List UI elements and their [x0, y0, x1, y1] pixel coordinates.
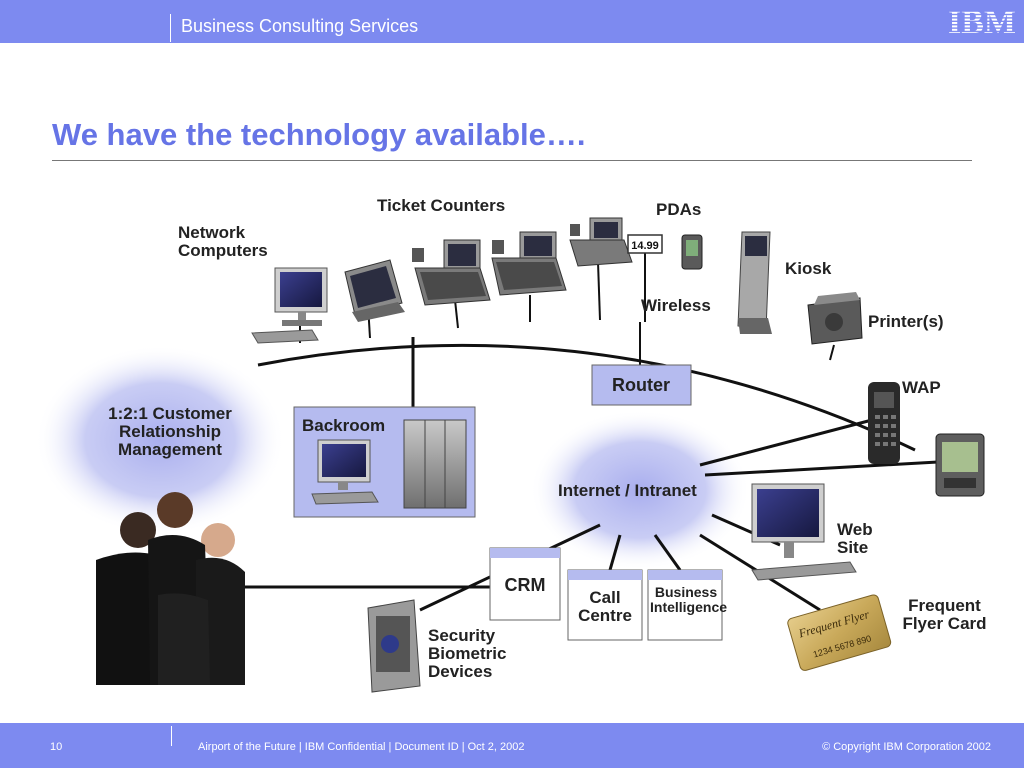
ticket-link-2	[454, 299, 459, 329]
label-security-biometric: Security Biometric Devices	[428, 626, 507, 681]
svg-text:Router: Router	[612, 375, 670, 395]
printer-link	[829, 344, 835, 361]
footer-meta: Airport of the Future | IBM Confidential…	[198, 741, 525, 753]
ticket-link-4	[597, 261, 601, 321]
crm-cloud	[35, 345, 285, 535]
crm-window: CRM	[489, 547, 561, 621]
ticket-terminal-icon-1	[344, 259, 405, 322]
backbone-line	[257, 343, 916, 452]
frequent-flyer-card-icon: Frequent Flyer 1234 5678 890	[787, 594, 892, 671]
pda-link	[704, 460, 939, 477]
backroom-box: Backroom	[293, 406, 476, 518]
ticket-terminal-icon-2	[412, 239, 491, 306]
ticket-terminal-icon-4	[569, 217, 633, 267]
svg-text:14.99: 14.99	[631, 240, 659, 252]
footer-copyright: © Copyright IBM Corporation 2002	[822, 741, 991, 753]
biometric-device-icon	[367, 599, 421, 693]
header-bar: Business Consulting Services IBM	[0, 0, 1024, 43]
call-centre-window	[567, 569, 643, 641]
wap-link	[699, 418, 873, 467]
label-wap: WAP	[902, 378, 941, 397]
ibm-logo: IBM	[948, 5, 1016, 39]
people-photo	[96, 492, 245, 685]
price-tag-icon: 14.99	[627, 234, 663, 254]
label-printers: Printer(s)	[868, 312, 944, 331]
web-site-icon	[751, 483, 857, 581]
palm-pda-icon	[935, 433, 985, 497]
label-frequent-flyer: Frequent Flyer Card	[902, 596, 987, 633]
bi-link	[653, 534, 682, 571]
printer-icon	[807, 292, 863, 345]
page-number: 10	[50, 741, 63, 753]
label-business-intelligence: Business Intelligence	[650, 584, 728, 615]
kiosk-icon	[737, 231, 772, 334]
label-wireless: Wireless	[641, 296, 711, 315]
header-title: Business Consulting Services	[181, 16, 419, 36]
footer-bar: 10 Airport of the Future | IBM Confident…	[0, 723, 1024, 768]
svg-text:Backroom: Backroom	[302, 416, 385, 435]
svg-text:CRM: CRM	[505, 575, 546, 595]
label-ticket-counters: Ticket Counters	[377, 196, 506, 215]
label-web-site: Web Site	[837, 520, 873, 557]
slide-heading: We have the technology available….	[52, 117, 586, 152]
label-network-computers: Network Computers	[178, 223, 268, 260]
network-computer-icon	[251, 267, 328, 344]
ticket-terminal-icon-3	[491, 231, 567, 296]
label-kiosk: Kiosk	[785, 259, 832, 278]
callcentre-link	[608, 534, 622, 571]
label-call-centre: Call Centre	[578, 588, 632, 625]
heading-rule	[52, 160, 972, 161]
label-crm-121: 1:2:1 Customer Relationship Management	[108, 404, 232, 459]
svg-text:IBM: IBM	[948, 5, 1016, 39]
router-box: Router	[591, 364, 692, 406]
footer-separator	[171, 726, 172, 746]
pda-icon	[681, 234, 703, 270]
label-pdas: PDAs	[656, 200, 702, 219]
header-separator	[170, 14, 171, 42]
business-intelligence-window	[647, 569, 723, 641]
label-internet-intranet: Internet / Intranet	[558, 481, 697, 500]
wap-phone-icon	[868, 382, 900, 464]
internet-cloud	[530, 410, 750, 570]
